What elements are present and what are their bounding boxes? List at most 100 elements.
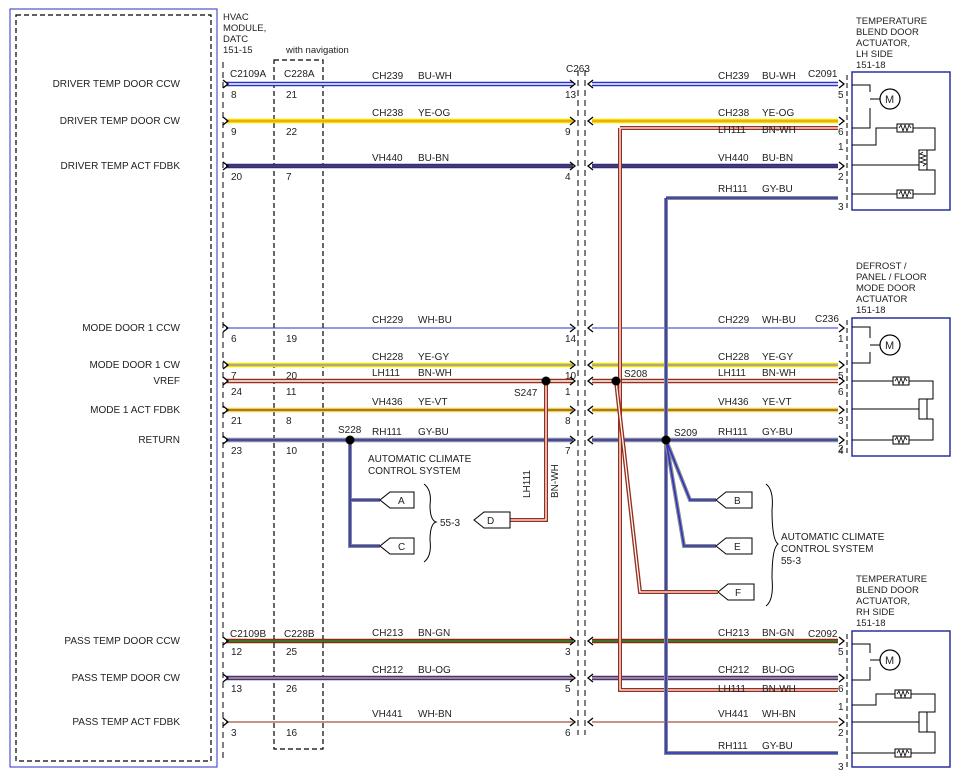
lh-title-1: TEMPERATURE (856, 16, 927, 27)
right-8-color: BN-GN (762, 628, 794, 639)
right-group-title-2: CONTROL SYSTEM (781, 544, 873, 555)
mode-title-3: MODE DOOR (856, 283, 916, 294)
right-3-pin: 1 (838, 334, 844, 345)
right-group-title-1: AUTOMATIC CLIMATE (781, 532, 885, 543)
sig-2-plug-c263-right (586, 161, 594, 171)
sig-4-color: YE-GY (418, 352, 449, 363)
svg-text:M: M (885, 94, 894, 106)
rh-title-4: RH SIDE (856, 607, 895, 618)
sig-4-c263-pin: 10 (565, 371, 577, 382)
sig-4-pin-b: 20 (286, 371, 298, 382)
right-0-circuit: CH239 (718, 71, 750, 82)
offpage-f-label: F (735, 588, 741, 599)
offpage-d: D (473, 511, 511, 529)
s247-drop-wire (510, 381, 548, 522)
right-2-pin: 2 (838, 172, 844, 183)
sig-2-plug-left (222, 161, 230, 171)
sig-9-plug-c263-right (586, 673, 594, 683)
right-1-pin: 6 (838, 127, 844, 138)
sig-6-c263-pin: 8 (565, 416, 571, 427)
lh-rh111-circuit: RH111 (718, 184, 748, 195)
sig-7-circuit: RH111 (372, 427, 402, 438)
sig-1-plug-c263-left (569, 116, 577, 126)
sig-6-plug-c263-left (569, 405, 577, 415)
lh-actuator-box (851, 71, 951, 211)
lh-lh111-circuit: LH111 (718, 125, 746, 136)
sig-9-color: BU-OG (418, 665, 451, 676)
sig-2-label: DRIVER TEMP ACT FDBK (61, 161, 181, 172)
left-group-title-1: AUTOMATIC CLIMATE (368, 454, 472, 465)
mode-connector: C236 (815, 314, 839, 325)
offpage-a-label: A (398, 496, 405, 507)
sig-7-pin-a: 23 (231, 446, 243, 457)
rh-actuator: TEMPERATURE BLEND DOOR ACTUATOR, RH SIDE… (808, 574, 951, 768)
rh-actuator-box (851, 630, 951, 768)
sig-2-pin-a: 20 (231, 172, 243, 183)
right-1-color: YE-OG (762, 108, 794, 119)
sig-8-pin-b: 25 (286, 647, 298, 658)
hvac-module-title: HVAC MODULE, DATC 151-15 (223, 12, 266, 56)
d-wire-color: BN-WH (550, 464, 561, 498)
right-6-color: YE-VT (762, 397, 791, 408)
rh-title-3: ACTUATOR, (856, 596, 910, 607)
right-group-brace (765, 483, 779, 607)
sig-1-label: DRIVER TEMP DOOR CW (60, 116, 181, 127)
sig-7-label: RETURN (138, 435, 180, 446)
offpage-f: F (717, 583, 755, 601)
hvac-module-outline (9, 8, 218, 768)
sig-4-circuit: CH228 (372, 352, 404, 363)
sig-3-pin-a: 6 (231, 334, 237, 345)
right-5-color: BN-WH (762, 368, 796, 379)
right-1-plug-act (838, 116, 846, 126)
sig-5-c263-pin: 1 (565, 387, 571, 398)
sig-7-plug-c263-left (569, 435, 577, 445)
rh-pot-icon (852, 689, 936, 758)
sig-3-circuit: CH229 (372, 315, 404, 326)
sig-10-label: PASS TEMP ACT FDBK (72, 717, 180, 728)
sig-8-plug-c263-left (569, 636, 577, 646)
sig-0-plug-c263-left (569, 79, 577, 89)
d-wire-circuit: LH111 (522, 470, 533, 498)
splice-s228-label: S228 (338, 425, 362, 436)
splice-s209-dot (661, 435, 671, 445)
sig-1-circuit: CH238 (372, 108, 404, 119)
right-4-color: YE-GY (762, 352, 793, 363)
rh-rh111-color: GY-BU (762, 741, 793, 752)
nav-connector-box (273, 59, 324, 750)
right-5-plug-act (838, 376, 846, 386)
sig-8-label: PASS TEMP DOOR CCW (64, 636, 180, 647)
sig-4-label: MODE DOOR 1 CW (89, 360, 180, 371)
splice-s228-dot (345, 435, 355, 445)
offpage-b: B (715, 491, 753, 509)
sig-0-pin-b: 21 (286, 90, 298, 101)
right-3-color: WH-BU (762, 315, 796, 326)
sig-8-c263-pin: 3 (565, 647, 571, 658)
offpage-e: E (715, 537, 753, 555)
sig-8-circuit: CH213 (372, 628, 404, 639)
sig-0-circuit: CH239 (372, 71, 404, 82)
sig-10-pin-b: 16 (286, 728, 298, 739)
sig-0-color: BU-WH (418, 71, 452, 82)
sig-3-label: MODE DOOR 1 CCW (82, 323, 180, 334)
rh111-branch (664, 196, 838, 755)
svg-text:M: M (885, 340, 894, 352)
sig-3-c263-pin: 14 (565, 334, 577, 345)
offpage-c-label: C (398, 542, 405, 553)
sig-1-plug-c263-right (586, 116, 594, 126)
sig-3-color: WH-BU (418, 315, 452, 326)
right-3-circuit: CH229 (718, 315, 750, 326)
right-7-pin: 4 (838, 446, 844, 457)
sig-5-plug-c263-left (569, 376, 577, 386)
right-6-pin: 3 (838, 416, 844, 427)
sig-7-c263-pin: 7 (565, 446, 571, 457)
sig-10-c263-pin: 6 (565, 728, 571, 739)
sig-0-pin-a: 8 (231, 90, 237, 101)
lh111-branch (618, 126, 838, 692)
mode-motor-icon: M (852, 326, 901, 364)
sig-6-pin-b: 8 (286, 416, 292, 427)
lh-lh111-pin: 1 (838, 142, 844, 153)
sig-6-plug-c263-right (586, 405, 594, 415)
right-7-circuit: RH111 (718, 427, 748, 438)
sig-10-color: WH-BN (418, 709, 452, 720)
